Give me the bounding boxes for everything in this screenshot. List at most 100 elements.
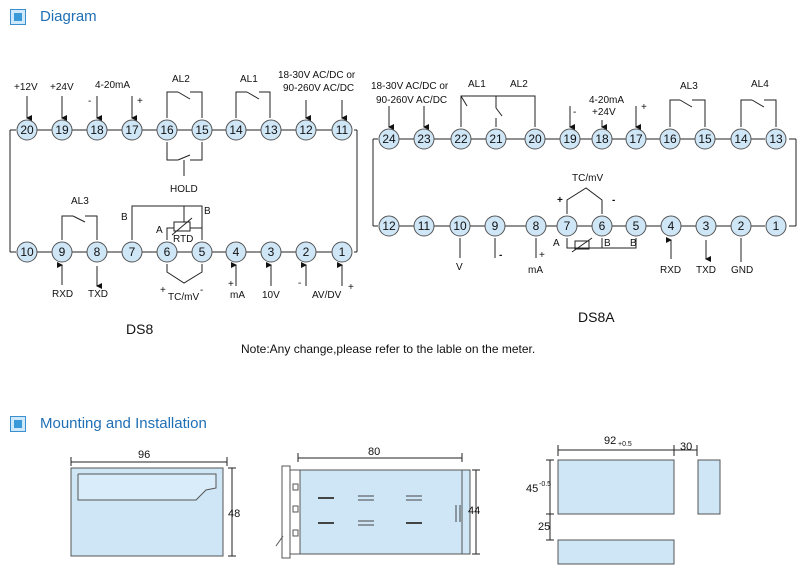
front-view: 96 48 bbox=[70, 449, 240, 557]
ds8a-label-plus: + bbox=[641, 102, 647, 113]
ds8-terminal-5: 5 bbox=[199, 245, 206, 259]
ds8-label-rxd: RXD bbox=[52, 289, 73, 300]
side-depth-label: 80 bbox=[368, 446, 380, 458]
ds8a-terminal-7: 7 bbox=[564, 219, 571, 233]
ds8-label-av-plus: + bbox=[348, 282, 354, 293]
ds8a-label-power-1: 18-30V AC/DC or bbox=[371, 81, 449, 92]
ds8-label-txd: TXD bbox=[88, 289, 108, 300]
ds8a-terminal-14: 14 bbox=[734, 132, 748, 146]
ds8-terminal-20: 20 bbox=[20, 123, 34, 137]
ds8-terminal-11: 11 bbox=[336, 123, 349, 137]
ds8-label-ma-plus-bottom: + bbox=[228, 279, 234, 290]
ds8-diagram bbox=[9, 91, 358, 289]
side-height-label: 44 bbox=[468, 505, 480, 517]
ds8-label-a: A bbox=[156, 225, 163, 236]
ds8a-label-v: V bbox=[456, 262, 463, 273]
ds8a-terminal-23: 23 bbox=[417, 132, 431, 146]
ds8a-label-b1: B bbox=[604, 238, 611, 249]
ds8-label-ma: mA bbox=[230, 290, 245, 301]
ds8-label-ma-minus: - bbox=[88, 96, 91, 107]
ds8-label-b-right: B bbox=[204, 206, 211, 217]
ds8a-terminal-22: 22 bbox=[454, 132, 468, 146]
ds8-terminal-2: 2 bbox=[303, 245, 310, 259]
ds8a-label-v-minus: - bbox=[499, 250, 502, 261]
ds8a-terminal-8: 8 bbox=[533, 219, 540, 233]
ds8-terminal-16: 16 bbox=[160, 123, 174, 137]
ds8a-label-minus: - bbox=[573, 107, 576, 118]
ds8a-terminal-1: 1 bbox=[773, 219, 780, 233]
ds8a-terminal-2: 2 bbox=[738, 219, 745, 233]
ds8-label-hold: HOLD bbox=[170, 184, 198, 195]
ds8-label-ma-plus: + bbox=[137, 96, 143, 107]
diagram-section-title: Diagram bbox=[40, 8, 97, 25]
ds8-label-al3: AL3 bbox=[71, 196, 89, 207]
ds8-label-tc-plus: + bbox=[160, 285, 166, 296]
front-width-label: 96 bbox=[138, 449, 150, 461]
ds8-terminals-bottom bbox=[16, 241, 353, 263]
ds8-label-4-20ma: 4-20mA bbox=[95, 80, 130, 91]
ds8a-label-b2: B bbox=[630, 238, 637, 249]
ds8a-terminal-3: 3 bbox=[703, 219, 710, 233]
ds8-label-power-1: 18-30V AC/DC or bbox=[278, 70, 356, 81]
ds8a-label-tc-minus: - bbox=[612, 195, 615, 206]
ds8-terminal-7: 7 bbox=[129, 245, 136, 259]
ds8a-label-txd: TXD bbox=[696, 265, 716, 276]
front-height-label: 48 bbox=[228, 508, 240, 520]
ds8-terminal-8: 8 bbox=[94, 245, 101, 259]
ds8a-label-ma-plus: + bbox=[539, 250, 545, 261]
ds8-label-av-minus: - bbox=[298, 278, 301, 289]
ds8a-terminal-15: 15 bbox=[698, 132, 712, 146]
ds8-label-power-2: 90-260V AC/DC bbox=[283, 83, 354, 94]
ds8-terminal-17: 17 bbox=[125, 123, 139, 137]
ds8a-terminal-12: 12 bbox=[382, 219, 396, 233]
ds8a-label-4-20ma: 4-20mA bbox=[589, 95, 624, 106]
ds8-terminal-10: 10 bbox=[20, 245, 34, 259]
ds8a-terminal-5: 5 bbox=[633, 219, 640, 233]
ds8a-terminal-24: 24 bbox=[382, 132, 396, 146]
ds8-terminal-12: 12 bbox=[299, 123, 313, 137]
ds8a-terminal-9: 9 bbox=[492, 219, 499, 233]
cutout-height-tolerance: -0.5 bbox=[539, 481, 551, 488]
ds8-label-tc: TC/mV bbox=[168, 292, 199, 303]
ds8-label-al2: AL2 bbox=[172, 74, 190, 85]
ds8-terminal-numbers-bottom: 10 9 8 7 6 5 4 3 2 1 bbox=[20, 245, 345, 259]
ds8-terminal-6: 6 bbox=[164, 245, 171, 259]
ds8-label-rtd: RTD bbox=[173, 234, 193, 245]
side-view: 80 44 bbox=[275, 446, 480, 559]
mounting-section-icon bbox=[10, 416, 26, 432]
ds8a-terminal-16: 16 bbox=[663, 132, 677, 146]
ds8a-terminal-numbers-bottom: 12 11 10 9 8 7 6 5 4 3 2 1 bbox=[382, 219, 779, 233]
ds8a-label-al4: AL4 bbox=[751, 79, 769, 90]
ds8-terminal-1: 1 bbox=[339, 245, 346, 259]
ds8a-terminal-20: 20 bbox=[528, 132, 542, 146]
ds8a-label-a: A bbox=[553, 238, 560, 249]
ds8a-terminals-top bbox=[378, 128, 787, 150]
ds8-label-b-left: B bbox=[121, 212, 128, 223]
ds8a-label-al2: AL2 bbox=[510, 79, 528, 90]
ds8a-model-name: DS8A bbox=[578, 309, 615, 325]
ds8-terminal-15: 15 bbox=[195, 123, 209, 137]
panel-cutout: 92 +0.5 30 45 -0.5 25 bbox=[526, 435, 721, 565]
ds8-model-name: DS8 bbox=[126, 321, 153, 337]
ds8-terminals-top bbox=[16, 119, 353, 141]
note-text: Note:Any change,please refer to the labl… bbox=[241, 342, 536, 356]
ds8-terminal-4: 4 bbox=[233, 245, 240, 259]
ds8a-terminal-4: 4 bbox=[668, 219, 675, 233]
cutout-width-tolerance: +0.5 bbox=[618, 441, 632, 448]
ds8-labels: +12V +24V 4-20mA - + AL2 AL1 18-30V AC/D… bbox=[14, 70, 356, 303]
ds8-label-12v: +12V bbox=[14, 82, 38, 93]
mounting-section-title: Mounting and Installation bbox=[40, 415, 207, 432]
ds8-terminal-numbers-top: 20 19 18 17 16 15 14 13 12 11 bbox=[20, 123, 348, 137]
ds8a-label-tc: TC/mV bbox=[572, 173, 603, 184]
ds8a-label-tc-plus: + bbox=[557, 195, 563, 206]
ds8a-label-al3: AL3 bbox=[680, 81, 698, 92]
ds8a-label-rxd: RXD bbox=[660, 265, 681, 276]
ds8a-labels: 18-30V AC/DC or 90-260V AC/DC AL1 AL2 - … bbox=[371, 79, 769, 276]
ds8-label-24v: +24V bbox=[50, 82, 74, 93]
ds8-terminal-18: 18 bbox=[90, 123, 104, 137]
ds8a-terminal-6: 6 bbox=[599, 219, 606, 233]
ds8-label-tc-minus: - bbox=[200, 285, 203, 296]
cutout-height-label: 45 bbox=[526, 483, 538, 495]
ds8a-terminal-19: 19 bbox=[563, 132, 577, 146]
ds8a-terminal-11: 11 bbox=[418, 219, 431, 233]
